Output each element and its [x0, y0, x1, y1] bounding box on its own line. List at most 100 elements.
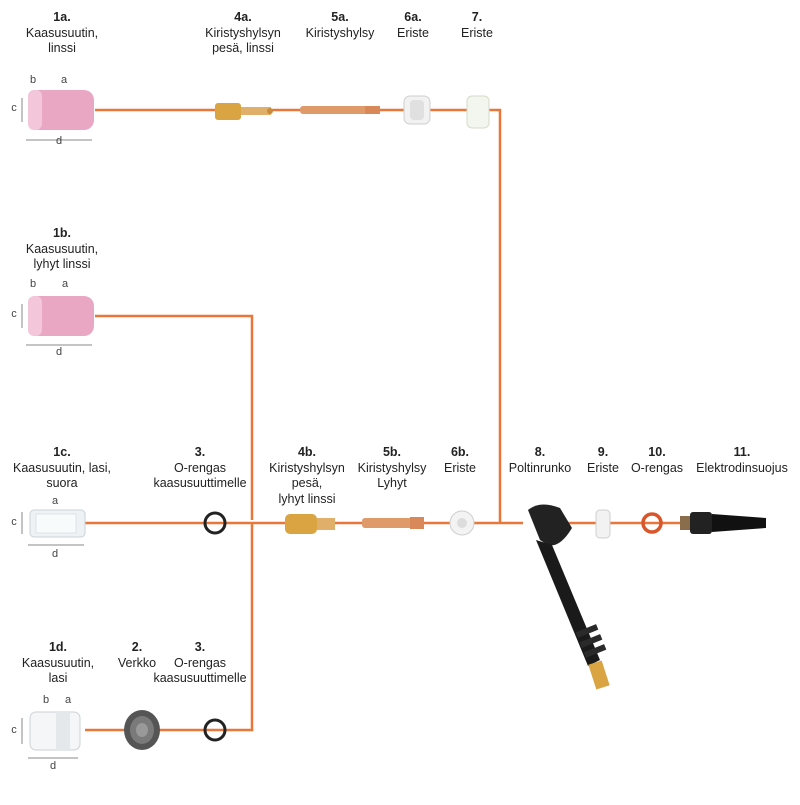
- dim-1c-a: a: [51, 495, 59, 507]
- label-5a: 5a.Kiristyshylsy: [306, 10, 375, 41]
- part-name-line: Eriste: [397, 25, 429, 40]
- part-number: 3.: [194, 445, 206, 459]
- part-number: 6a.: [404, 10, 422, 24]
- part-name-line: Kiristyshylsyn: [269, 460, 345, 475]
- part-name-line: Kiristyshylsy: [357, 460, 427, 475]
- nozzle-1b-image: [21, 296, 94, 346]
- part-number: 1d.: [48, 640, 68, 654]
- dim-1b-a: a: [61, 278, 69, 290]
- dim-1c-d: d: [51, 548, 59, 560]
- label-1c: 1c.Kaasusuutin, lasi,suora: [13, 445, 111, 492]
- dim-1d-d: d: [49, 760, 57, 772]
- part-name-line: Kiristyshylsy: [305, 25, 375, 40]
- label-8: 8.Poltinrunko: [509, 445, 572, 476]
- back-cap-11-image: [680, 512, 766, 534]
- part-name-line: lyhyt linssi: [278, 491, 336, 506]
- part-number: 3.: [194, 640, 206, 654]
- part-name-line: O-rengas: [173, 460, 227, 475]
- part-name-line: pesä, linssi: [212, 41, 274, 55]
- collet-5a-image: [300, 106, 380, 114]
- part-number: 1c.: [53, 445, 71, 459]
- part-name-line: suora: [46, 476, 78, 490]
- part-name-line: Eriste: [461, 25, 493, 40]
- dim-1c-c: c: [11, 516, 17, 528]
- dim-1b-b: b: [29, 278, 37, 290]
- part-name-line: O-rengas: [173, 655, 227, 670]
- part-number: 4b.: [297, 445, 317, 459]
- part-name-line: Kaasusuutin,: [25, 25, 99, 40]
- label-1a: 1a.Kaasusuutin,linssi: [26, 10, 98, 57]
- part-number: 7.: [471, 10, 483, 24]
- nozzle-1a-image: [21, 90, 94, 141]
- part-name-line: kaasusuuttimelle: [153, 671, 247, 685]
- part-number: 8.: [534, 445, 546, 459]
- collet-body-4a-image: [215, 103, 273, 120]
- part-name-line: Lyhyt: [377, 476, 407, 490]
- o-ring-3c-image: [203, 511, 227, 535]
- part-name-line: Kaasusuutin,: [25, 241, 99, 256]
- mesh-2-image: [124, 710, 160, 750]
- part-name-line: Elektrodinsuojus: [696, 460, 788, 475]
- connector-1b: [95, 314, 254, 520]
- label-9: 9.Eriste: [587, 445, 619, 476]
- label-10: 10.O-rengas: [631, 445, 683, 476]
- part-number: 4a.: [234, 10, 252, 24]
- part-name-line: Eriste: [444, 460, 476, 475]
- collet-5b-image: [362, 517, 424, 529]
- part-number: 1a.: [53, 10, 71, 24]
- part-name-line: O-rengas: [630, 460, 684, 475]
- label-2: 2.Verkko: [118, 640, 156, 671]
- insulator-9-image: [595, 509, 611, 539]
- label-6b: 6b.Eriste: [444, 445, 476, 476]
- label-1b: 1b.Kaasusuutin,lyhyt linssi: [26, 226, 98, 273]
- part-name-line: kaasusuuttimelle: [153, 476, 247, 490]
- part-number: 2.: [131, 640, 143, 654]
- collet-body-4b-image: [285, 514, 335, 534]
- connector-lines: [85, 108, 680, 732]
- part-name-line: linssi: [48, 41, 76, 55]
- part-name-line: Poltinrunko: [508, 460, 572, 475]
- label-1d: 1d.Kaasusuutin,lasi: [22, 640, 94, 687]
- label-6a: 6a.Eriste: [397, 10, 429, 41]
- part-number: 11.: [733, 445, 751, 459]
- label-11: 11.Elektrodinsuojus: [696, 445, 788, 476]
- part-name-line: pesä,: [291, 476, 323, 490]
- part-number: 5a.: [331, 10, 349, 24]
- dim-1a-b: b: [29, 74, 37, 86]
- o-ring-10-image: [641, 512, 663, 534]
- label-7: 7.Eriste: [461, 10, 493, 41]
- connector-row-d: [85, 523, 254, 732]
- part-name-line: Kaasusuutin,: [21, 655, 95, 670]
- part-number: 5b.: [382, 445, 402, 459]
- dim-1a-c: c: [11, 102, 17, 114]
- insulator-7-image: [466, 95, 490, 129]
- part-number: 1b.: [52, 226, 72, 240]
- insulator-6b-image: [449, 510, 475, 536]
- part-name-line: Verkko: [117, 655, 157, 670]
- part-name-line: Kaasusuutin, lasi,: [13, 460, 111, 475]
- o-ring-3d-image: [203, 718, 227, 742]
- part-name-line: Eriste: [587, 460, 619, 475]
- part-name-line: lyhyt linssi: [33, 257, 91, 271]
- dim-1a-a: a: [60, 74, 68, 86]
- dim-1d-b: b: [42, 694, 50, 706]
- insulator-6a-image: [403, 95, 431, 125]
- dim-1b-d: d: [55, 346, 63, 358]
- nozzle-1c-glass-image: [21, 509, 86, 546]
- part-number: 10.: [648, 445, 666, 459]
- dim-1d-a: a: [64, 694, 72, 706]
- dim-1a-d: d: [55, 135, 63, 147]
- part-number: 9.: [597, 445, 609, 459]
- part-number: 6b.: [450, 445, 470, 459]
- part-name-line: lasi: [48, 671, 68, 685]
- dim-1b-c: c: [11, 308, 17, 320]
- nozzle-1d-glass-image: [21, 711, 81, 759]
- torch-body-8-image: [528, 504, 610, 690]
